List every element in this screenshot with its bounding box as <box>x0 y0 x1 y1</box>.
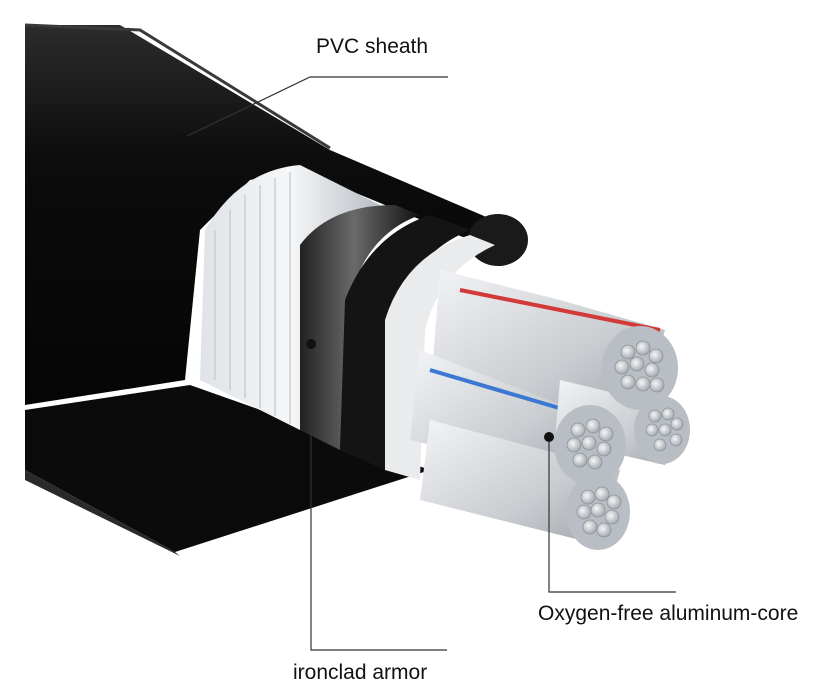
leader-line-pvc-sheath <box>182 76 448 139</box>
leader-line-ironclad-armor <box>310 344 447 651</box>
core-end-face-right <box>634 396 690 464</box>
pvc-sheath-label: PVC sheath <box>316 35 429 58</box>
marker-dot-aluminum-core <box>544 432 554 442</box>
base-strip <box>25 385 430 556</box>
ironclad-armor-label: ironclad armor <box>293 661 428 684</box>
core-end-face-bottom <box>566 474 630 550</box>
leader-lines <box>182 76 676 651</box>
core-end-face-blue <box>554 405 626 485</box>
core-end-face-red <box>602 326 678 410</box>
pvc-sheath-body <box>24 23 528 405</box>
marker-dots <box>178 133 554 442</box>
conductor-cores <box>410 270 690 550</box>
marker-dot-ironclad-armor <box>306 339 316 349</box>
leader-line-aluminum-core <box>548 437 676 593</box>
aluminum-core-label: Oxygen-free aluminum-core <box>538 602 799 625</box>
ironclad-band <box>300 205 470 470</box>
marker-dot-pvc-sheath <box>178 133 188 143</box>
